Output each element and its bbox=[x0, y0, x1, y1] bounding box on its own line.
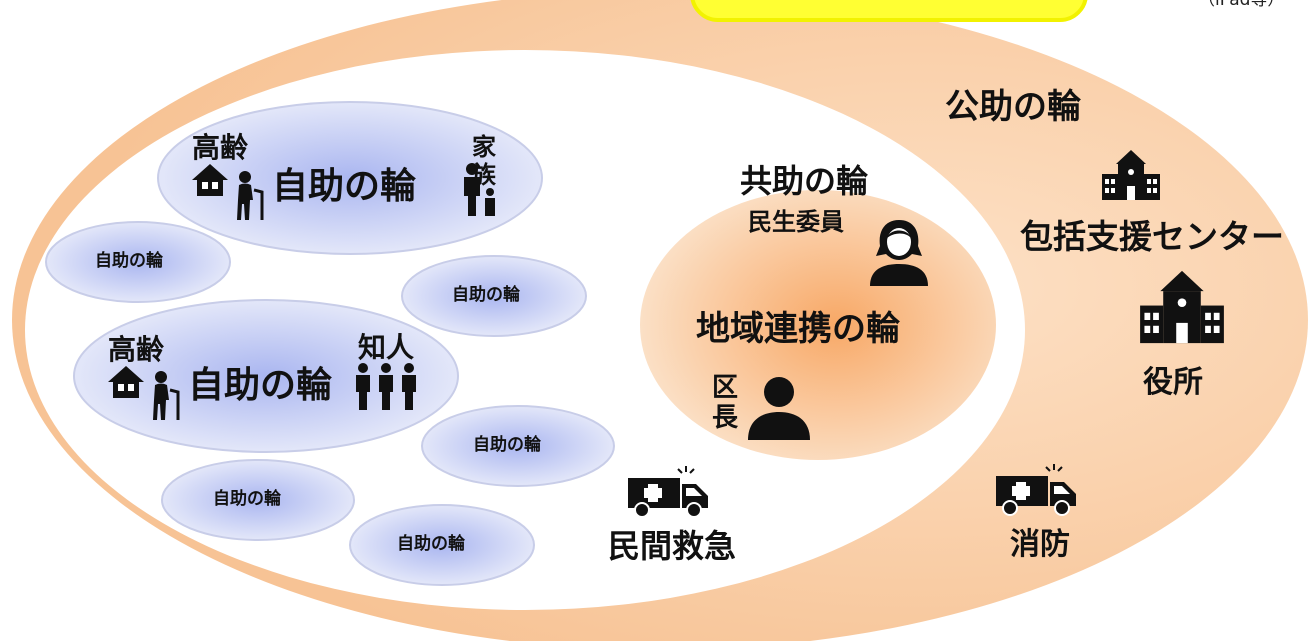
house-icon bbox=[192, 164, 228, 196]
chiiki-title: 地域連携の輪 bbox=[696, 309, 900, 349]
jijo-bubble-small-2 bbox=[401, 255, 587, 337]
jijo-title-1: 自助の輪 bbox=[272, 166, 417, 207]
jijo-bubble-small-1 bbox=[45, 221, 231, 303]
minkan-label: 民間救急 bbox=[608, 527, 737, 565]
jijo-bubble-large-1 bbox=[157, 101, 543, 255]
jijo-small-label-2: 自助の輪 bbox=[452, 285, 520, 305]
kojo-title: 公助の輪 bbox=[945, 87, 1081, 127]
jijo-small-label-4: 自助の輪 bbox=[213, 489, 281, 509]
ambulance-icon bbox=[996, 464, 1076, 516]
kyojo-title: 共助の輪 bbox=[740, 162, 869, 200]
jijo-bubble-large-2 bbox=[73, 299, 459, 453]
man-icon bbox=[748, 377, 810, 440]
corner-note: （iPad等） bbox=[1198, 0, 1285, 10]
highlight-box bbox=[690, 0, 1088, 22]
elder-label-2: 高齢 bbox=[108, 333, 165, 366]
minsei-label: 民生委員 bbox=[748, 208, 844, 236]
jijo-small-label-3: 自助の輪 bbox=[473, 435, 541, 455]
jijo-bubble-small-4 bbox=[161, 459, 355, 541]
jijo-title-2: 自助の輪 bbox=[188, 365, 333, 406]
elder-label-1: 高齢 bbox=[192, 131, 249, 164]
kucho-label: 区長 bbox=[712, 373, 739, 433]
school-building-icon bbox=[1140, 270, 1224, 344]
family-icon bbox=[464, 163, 495, 216]
yakusho-label: 役所 bbox=[1143, 365, 1203, 400]
friends-label: 知人 bbox=[358, 331, 415, 364]
house-icon bbox=[108, 366, 144, 398]
jijo-small-label-1: 自助の輪 bbox=[95, 251, 163, 271]
family-label: 家族 bbox=[472, 133, 496, 189]
elder-cane-icon bbox=[153, 371, 180, 420]
shobo-label: 消防 bbox=[1010, 527, 1070, 562]
hokatsu-label: 包括支援センター bbox=[1020, 217, 1284, 256]
jijo-small-label-5: 自助の輪 bbox=[397, 534, 465, 554]
ambulance-icon bbox=[628, 466, 708, 518]
school-building-icon bbox=[1102, 150, 1160, 200]
elder-cane-icon bbox=[237, 171, 264, 220]
friends-icon bbox=[356, 363, 416, 410]
jijo-bubble-small-3 bbox=[421, 405, 615, 487]
jijo-bubble-small-5 bbox=[349, 504, 535, 586]
woman-icon bbox=[870, 220, 928, 286]
